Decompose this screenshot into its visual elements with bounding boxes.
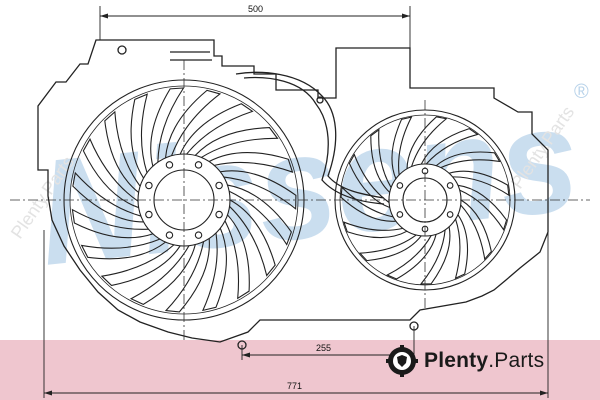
gear-shield-icon <box>386 345 418 377</box>
hub-bolt-hole <box>145 210 153 219</box>
fan-blade <box>224 214 250 300</box>
plenty-parts-wordmark: Plenty.Parts <box>424 349 544 373</box>
fan-blade <box>164 238 210 313</box>
shroud-outline <box>37 39 549 350</box>
hub-bolt-hole <box>194 161 203 169</box>
hub-bolt-hole <box>396 211 404 218</box>
hub-bolt-hole <box>396 182 404 189</box>
hub-bolt-hole <box>215 210 223 219</box>
fan-blade <box>460 199 492 261</box>
fan-blade <box>448 170 510 197</box>
fan-blade <box>406 116 448 169</box>
bottom-band <box>0 340 600 400</box>
fan-blade <box>370 128 392 193</box>
fan-blade <box>435 151 501 169</box>
fan-blade <box>72 171 144 223</box>
dimension-771-label: 771 <box>287 381 302 391</box>
logo-name-bold: Plenty <box>424 349 489 372</box>
fan-blade <box>164 89 222 158</box>
fan-blade <box>358 234 422 262</box>
dimension-500-label: 500 <box>248 4 263 14</box>
fan-blade <box>179 103 254 155</box>
fan-blade <box>82 137 139 209</box>
fan-blade <box>457 184 508 231</box>
hub-bolt-hole <box>446 182 454 189</box>
fan-blade <box>129 244 196 305</box>
center-lines <box>10 60 590 340</box>
fan-blade <box>419 226 451 285</box>
hub-bolt-hole <box>194 231 203 239</box>
fan-blade <box>130 93 149 179</box>
fan-blade <box>391 116 413 180</box>
hub-bolt-hole <box>215 181 223 190</box>
logo-name-rest: .Parts <box>488 349 545 372</box>
registered-mark: ® <box>574 81 589 103</box>
fan-blade <box>340 186 396 222</box>
fan-blade <box>208 152 294 173</box>
fan-blade <box>343 221 408 239</box>
plenty-parts-logo: Plenty.Parts <box>386 344 544 378</box>
fan-blade <box>71 208 154 239</box>
fan-blade <box>194 127 279 158</box>
fan-blade <box>454 214 469 280</box>
fan-blade <box>229 199 276 277</box>
fan-blade <box>80 238 166 260</box>
fan-blade <box>220 170 297 210</box>
fan-blade <box>104 110 141 193</box>
fan-blade <box>227 184 292 246</box>
dimension-255-label: 255 <box>316 343 331 353</box>
dimension-lines <box>43 6 549 398</box>
hub-bolt-hole <box>446 211 454 218</box>
fan-blade <box>201 228 227 312</box>
fan-blade <box>348 153 390 209</box>
brand-watermark-text: Nissens <box>31 73 586 297</box>
hub-bolt-hole <box>145 181 153 190</box>
fan-blade <box>100 244 181 287</box>
fan-blade <box>150 87 185 167</box>
hub-bolt-hole <box>165 161 174 169</box>
fan-blade <box>420 128 479 165</box>
fan-blade <box>385 234 437 280</box>
brand-watermark: Nissens <box>31 73 586 297</box>
hub-bolt-hole <box>165 231 174 239</box>
